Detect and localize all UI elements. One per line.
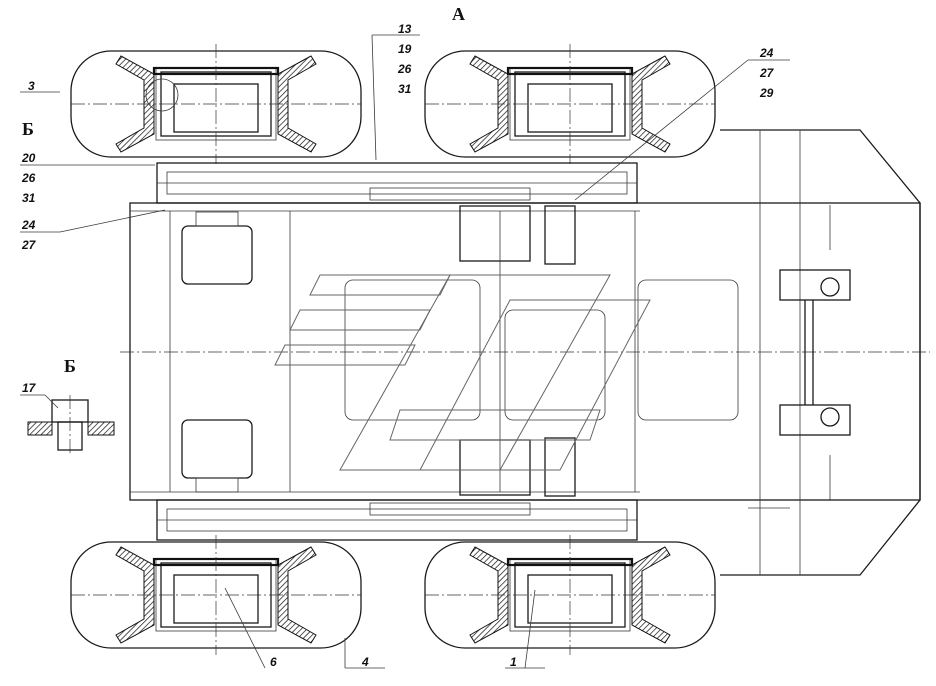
callout-13: 13 — [398, 22, 412, 36]
callout-27-top: 27 — [759, 66, 775, 80]
central-panels — [344, 211, 739, 492]
callout-24-top: 24 — [759, 46, 774, 60]
callout-17: 17 — [22, 381, 37, 395]
callout-20: 20 — [21, 151, 36, 165]
front-attachment — [720, 129, 921, 576]
callout-31-top: 31 — [398, 82, 412, 96]
callout-27-left: 27 — [21, 238, 37, 252]
callout-19: 19 — [398, 42, 412, 56]
callout-29: 29 — [759, 86, 774, 100]
callout-4: 4 — [361, 655, 369, 669]
main-frame — [120, 202, 930, 501]
callout-3: 3 — [28, 79, 35, 93]
watermark-logo — [274, 274, 651, 471]
detail-label-b-title: Б — [64, 356, 76, 376]
callout-24-left: 24 — [21, 218, 36, 232]
detail-b-bolt — [27, 395, 115, 455]
side-beam-bottom — [156, 499, 638, 541]
wheel-rear-left — [69, 533, 363, 657]
detail-b-marker — [145, 78, 179, 112]
view-label-a: А — [452, 4, 465, 24]
wheel-rear-right — [423, 533, 717, 657]
leader-lines — [20, 34, 790, 669]
callout-1: 1 — [510, 655, 517, 669]
wheel-front-left — [69, 42, 363, 166]
callout-26-top: 26 — [397, 62, 412, 76]
callout-6: 6 — [270, 655, 277, 669]
callout-26-left: 26 — [21, 171, 36, 185]
wheel-front-right — [423, 42, 717, 166]
callout-31-left: 31 — [22, 191, 36, 205]
side-beam-top — [156, 162, 638, 204]
detail-label-b-marker: Б — [22, 119, 34, 139]
hub-motors — [181, 205, 576, 497]
